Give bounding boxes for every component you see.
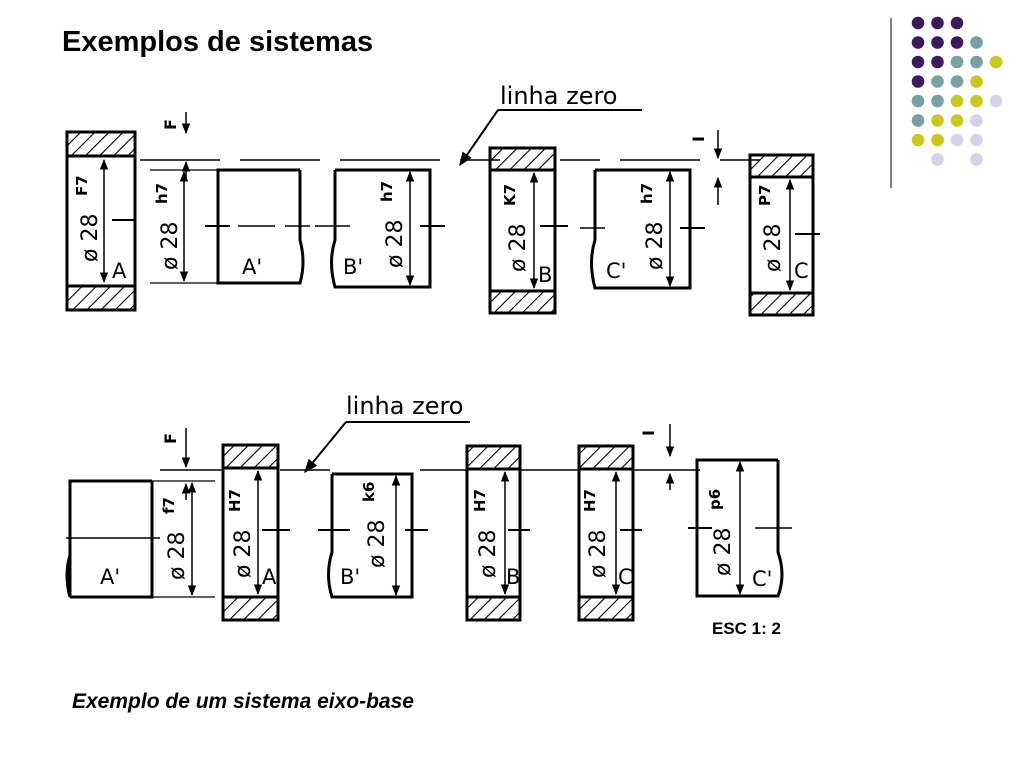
bottom-zero-line-label: linha zero (346, 392, 463, 420)
top-zero-line-label: linha zero (500, 82, 617, 110)
bottom-part-shaft-b: ø 28 k6 B' (318, 472, 428, 599)
top-part-shaft-a: ø 28 h7 A' (150, 168, 310, 285)
decor-dot (911, 36, 925, 49)
top-part-3-dim: ø 28 (383, 220, 408, 268)
bottom-part-5-tol: H7 (581, 489, 599, 512)
top-part-hole-c: ø 28 P7 C (748, 153, 820, 317)
decor-dot (970, 94, 983, 108)
decor-dot (931, 114, 944, 127)
decor-dot (970, 55, 983, 69)
decor-dot (989, 94, 1003, 108)
slide-title: Exemplos de sistemas (62, 26, 374, 58)
bottom-part-6-letter: C' (752, 567, 772, 591)
top-diagram: linha zero F I ø 28 F7 A (65, 82, 820, 317)
bottom-part-2-letter: A (262, 565, 277, 589)
decorative-dot-grid (890, 16, 1003, 188)
top-part-hole-a: ø 28 F7 A (65, 130, 137, 312)
slide-caption: Exemplo de um sistema eixo-base (72, 690, 414, 713)
decor-dot (970, 36, 983, 49)
bottom-diagram: linha zero F I ø 28 f7 A' ø 2 (65, 392, 792, 638)
top-part-6-tol: P7 (756, 185, 774, 206)
decor-dot (931, 16, 944, 30)
top-part-2-dim: ø 28 (158, 222, 183, 270)
decor-dot (950, 36, 964, 49)
scale-label: ESC 1: 2 (712, 619, 781, 638)
top-i-label: I (689, 136, 708, 142)
bottom-part-hole-a: ø 28 H7 A (221, 443, 290, 622)
top-part-1-letter: A (112, 259, 127, 283)
top-f-label: F (161, 119, 180, 130)
top-part-5-letter: C' (606, 259, 626, 283)
top-part-2-letter: A' (242, 255, 262, 279)
top-part-hole-b: ø 28 K7 B (488, 146, 568, 315)
bottom-part-shaft-c: ø 28 p6 C' (688, 458, 792, 598)
decor-dot (989, 55, 1003, 69)
top-part-4-dim: ø 28 (506, 224, 531, 272)
bottom-part-6-tol: p6 (706, 489, 724, 510)
top-part-6-letter: C (794, 259, 809, 283)
bottom-part-4-tol: H7 (471, 489, 489, 512)
bottom-part-3-dim: ø 28 (365, 520, 390, 568)
top-part-1-tol: F7 (73, 175, 91, 196)
bottom-part-5-letter: C (618, 565, 633, 589)
top-part-5-dim: ø 28 (643, 222, 668, 270)
top-part-shaft-b: ø 28 h7 B' (315, 168, 445, 289)
decor-dot (911, 94, 925, 108)
decor-dot (950, 16, 964, 30)
decor-dot (911, 16, 925, 30)
bottom-part-1-letter: A' (100, 565, 120, 589)
top-part-3-letter: B' (343, 255, 363, 279)
decor-dot (950, 75, 964, 88)
decor-dot (950, 55, 964, 69)
decor-dot (931, 153, 944, 166)
decor-dot (931, 75, 944, 88)
bottom-part-1-dim: ø 28 (165, 532, 190, 580)
bottom-part-shaft-a: ø 28 f7 A' (65, 479, 215, 599)
decor-dot (931, 36, 944, 49)
top-part-6-dim: ø 28 (761, 224, 786, 272)
bottom-part-1-tol: f7 (160, 497, 178, 514)
decor-dot (911, 55, 925, 69)
bottom-f-label: F (161, 433, 180, 444)
decor-dot (931, 133, 944, 147)
bottom-part-2-dim: ø 28 (231, 530, 256, 578)
decor-dot (950, 114, 964, 127)
bottom-part-4-letter: B (506, 565, 520, 589)
bottom-part-5-dim: ø 28 (586, 530, 611, 578)
top-part-shaft-c: ø 28 h7 C' (580, 168, 705, 290)
decor-dot (911, 133, 925, 147)
decor-dot (970, 153, 983, 166)
decor-dot (970, 114, 983, 127)
top-part-4-tol: K7 (501, 184, 519, 206)
top-part-4-letter: B (538, 263, 552, 287)
top-part-3-tol: h7 (378, 181, 396, 202)
bottom-part-hole-b: ø 28 H7 B (465, 444, 530, 622)
bottom-part-6-dim: ø 28 (711, 528, 736, 576)
decor-dot (950, 133, 964, 147)
decor-dot (970, 133, 983, 147)
bottom-part-hole-c: ø 28 H7 C (577, 444, 642, 622)
bottom-part-2-tol: H7 (226, 489, 244, 512)
bottom-part-3-tol: k6 (360, 482, 378, 502)
top-part-2-tol: h7 (153, 183, 171, 204)
decor-dot (931, 55, 944, 69)
top-part-5-tol: h7 (638, 183, 656, 204)
decor-dot (970, 75, 983, 88)
decor-dot (950, 94, 964, 108)
bottom-part-3-letter: B' (340, 565, 360, 589)
decor-dot (911, 114, 925, 127)
decor-dot (931, 94, 944, 108)
decor-dot (911, 75, 925, 88)
top-part-1-dim: ø 28 (78, 214, 103, 262)
bottom-i-label: I (639, 430, 658, 436)
bottom-part-4-dim: ø 28 (476, 530, 501, 578)
